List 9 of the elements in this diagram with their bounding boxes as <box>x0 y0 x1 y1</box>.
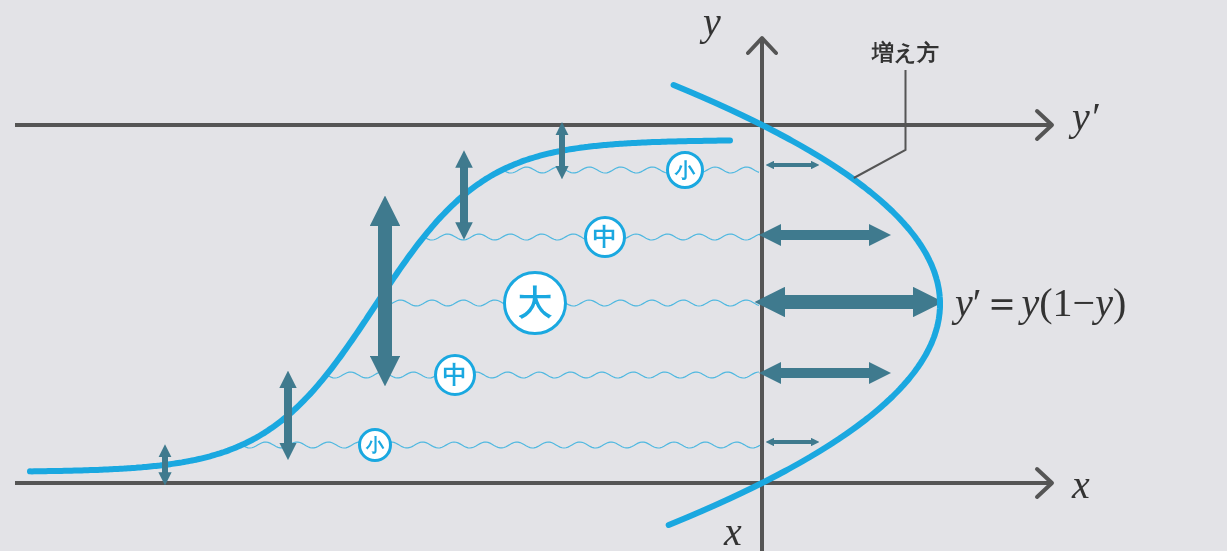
leader-line <box>852 69 907 179</box>
circle-label: 小 <box>358 428 392 462</box>
axis-label: x <box>724 512 742 551</box>
circle-label: 中 <box>584 216 626 258</box>
circle-label: 大 <box>503 271 567 335</box>
parabola-curve <box>665 82 943 528</box>
circle-label: 中 <box>434 354 476 396</box>
axis-label: x <box>1072 465 1090 505</box>
callout-text: 増え方 <box>872 38 939 68</box>
